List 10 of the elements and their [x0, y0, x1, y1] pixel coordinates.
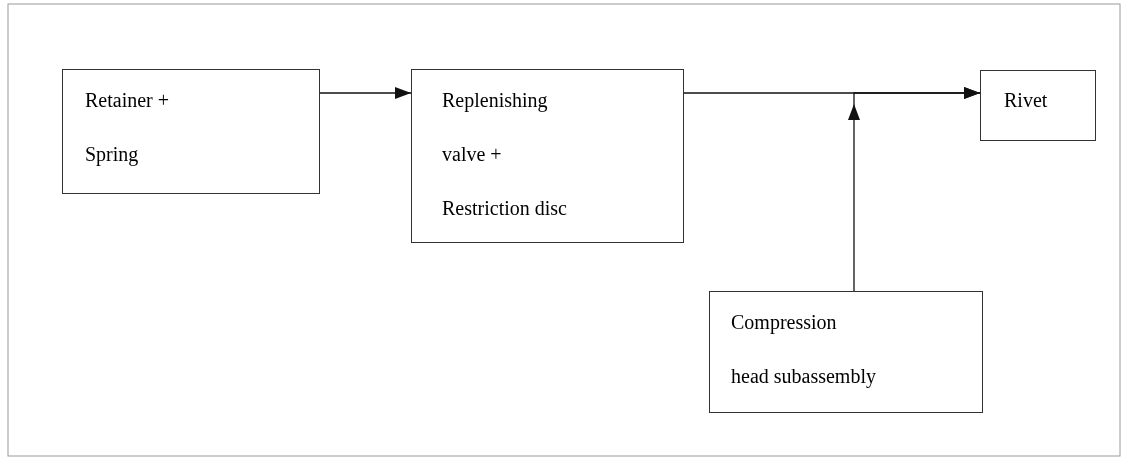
process-box [411, 69, 684, 243]
process-box [980, 70, 1096, 141]
arrow [848, 87, 981, 292]
box-label: Rivet [1004, 89, 1048, 111]
box-label: Replenishing valve + Restriction disc [442, 89, 567, 219]
process-box [709, 291, 983, 413]
box-label: Retainer + Spring [85, 89, 170, 165]
box-label: Compression head subassembly [731, 311, 876, 387]
process-box [62, 69, 320, 194]
arrow [319, 87, 412, 99]
